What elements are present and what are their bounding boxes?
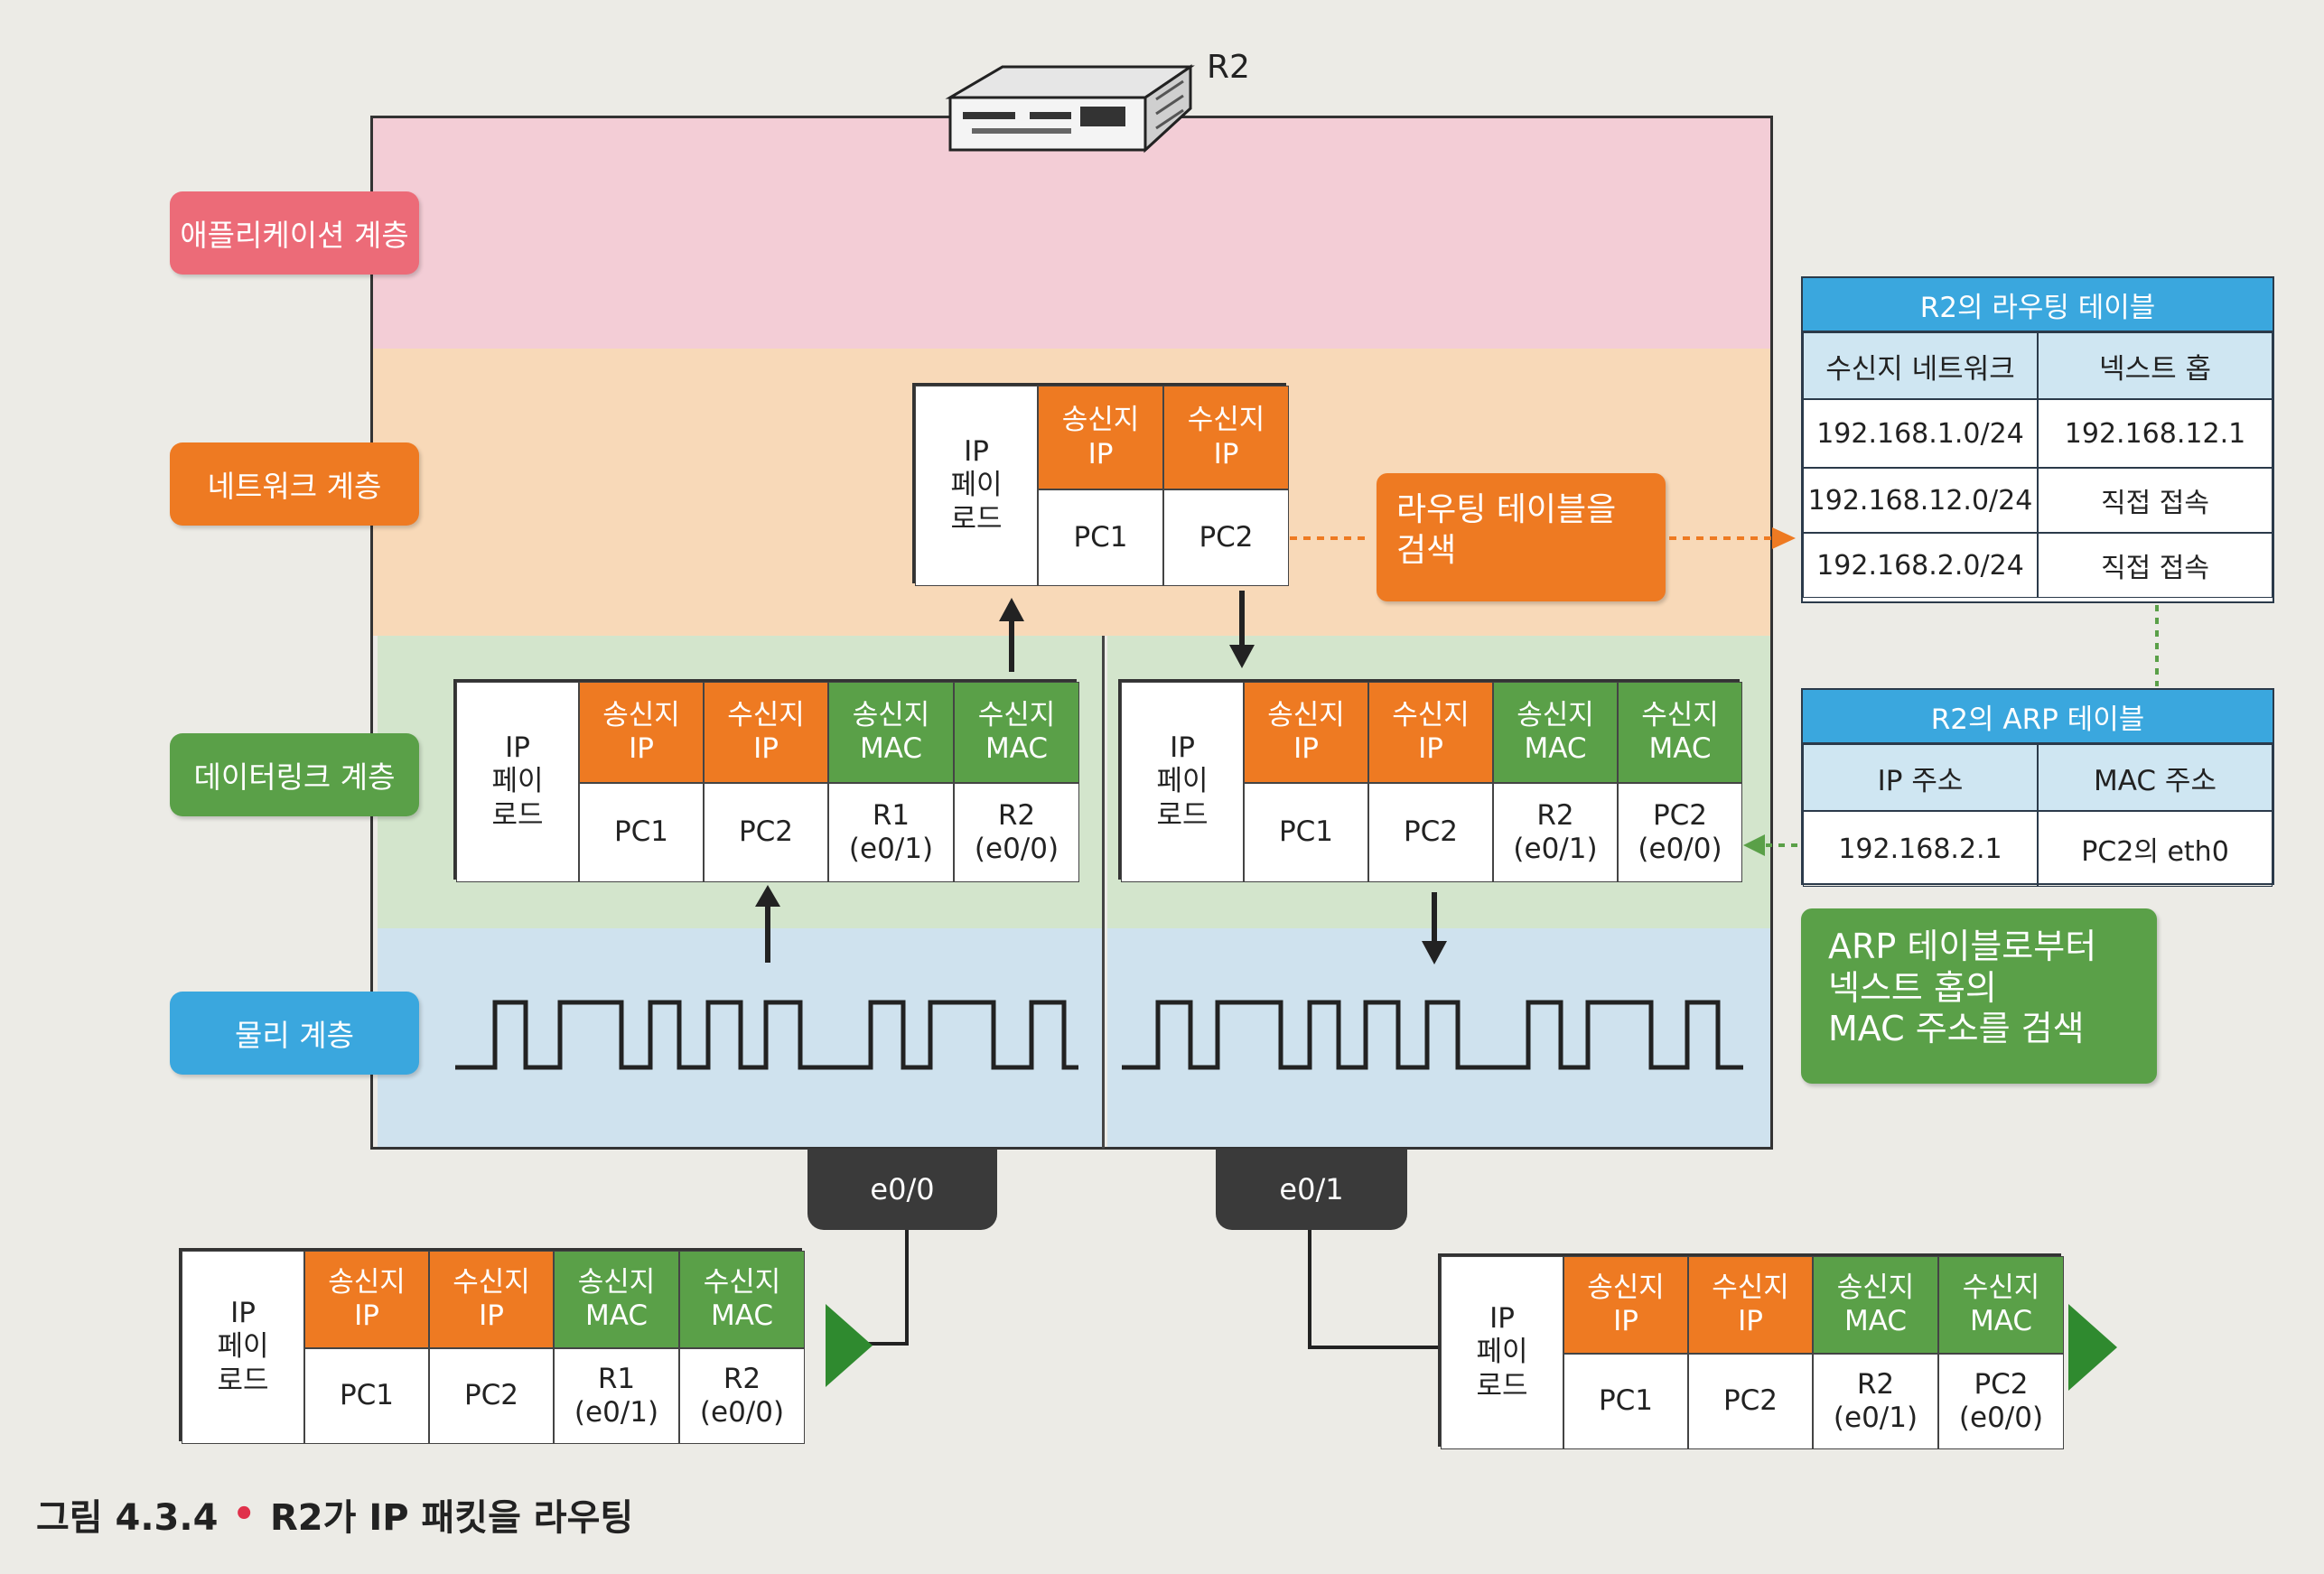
orange-arrowhead-icon <box>1772 527 1796 549</box>
src-mac-value: R2 (e0/1) <box>1813 1354 1938 1449</box>
datalink-layer-label: 데이터링크 계층 <box>170 733 419 816</box>
incoming-direction-icon <box>826 1304 873 1387</box>
caption-bullet: • <box>232 1494 256 1535</box>
routing-table-header: 수신지 네트워크 <box>1803 332 2038 399</box>
dst-ip-header: 수신지 IP <box>1368 682 1493 783</box>
outgoing-direction-icon <box>2068 1304 2117 1391</box>
down-arrow-icon <box>1422 892 1447 964</box>
up-arrow-icon <box>999 598 1024 672</box>
network-layer-label: 네트워크 계층 <box>170 442 419 526</box>
dst-mac-header: 수신지 MAC <box>1618 682 1742 783</box>
signal-waveform-right <box>1122 1000 1743 1070</box>
application-layer-band <box>370 116 1773 349</box>
dst-ip-value: PC2 <box>704 783 828 882</box>
dst-ip-value: PC2 <box>1688 1354 1813 1449</box>
arp-search-callout: ARP 테이블로부터 넥스트 홉의 MAC 주소를 검색 <box>1801 908 2157 1084</box>
ip-payload-cell: IP 페이 로드 <box>1441 1256 1563 1449</box>
signal-waveform-left <box>455 1000 1078 1070</box>
routing-table-cell: 192.168.1.0/24 <box>1803 399 2038 468</box>
dst-mac-value: R2 (e0/0) <box>954 783 1079 882</box>
src-mac-value: R1 (e0/1) <box>554 1348 679 1444</box>
arp-table-cell: 192.168.2.1 <box>1803 811 2038 887</box>
src-ip-value: PC1 <box>579 783 704 882</box>
interface-e0-0: e0/0 <box>807 1149 997 1230</box>
figure-title: R2가 IP 패킷을 라우팅 <box>270 1497 634 1539</box>
router-name: R2 <box>1207 49 1250 86</box>
application-layer-label: 애플리케이션 계층 <box>170 191 419 275</box>
routing-table-header: 넥스트 홉 <box>2038 332 2273 399</box>
dst-mac-header: 수신지 MAC <box>954 682 1079 783</box>
routing-table-cell: 직접 접속 <box>2038 533 2273 598</box>
dst-mac-value: PC2 (e0/0) <box>1938 1354 2064 1449</box>
dst-ip-header: 수신지 IP <box>429 1251 554 1348</box>
src-ip-header: 송신지 IP <box>304 1251 429 1348</box>
src-ip-value: PC1 <box>1038 489 1163 586</box>
src-ip-header: 송신지 IP <box>1038 386 1163 489</box>
dst-ip-header: 수신지 IP <box>1163 386 1289 489</box>
arp-table-cell: PC2의 eth0 <box>2038 811 2273 887</box>
routing-table-cell: 192.168.12.1 <box>2038 399 2273 468</box>
physical-layer-label: 물리 계층 <box>170 992 419 1075</box>
dst-mac-header: 수신지 MAC <box>1938 1256 2064 1354</box>
cable-right <box>1308 1230 1438 1349</box>
ip-payload-cell: IP 페이 로드 <box>456 682 579 882</box>
figure-caption: 그림 4.3.4 • R2가 IP 패킷을 라우팅 <box>36 1488 633 1541</box>
green-arrowhead-icon <box>1743 834 1765 856</box>
arp-table: R2의 ARP 테이블 IP 주소 MAC 주소 192.168.2.1 PC2… <box>1801 688 2274 887</box>
dst-ip-value: PC2 <box>1163 489 1289 586</box>
src-mac-value: R1 (e0/1) <box>828 783 954 882</box>
src-ip-header: 송신지 IP <box>1563 1256 1688 1354</box>
dst-mac-value: R2 (e0/0) <box>679 1348 805 1444</box>
src-mac-value: R2 (e0/1) <box>1493 783 1618 882</box>
src-mac-header: 송신지 MAC <box>1493 682 1618 783</box>
down-arrow-icon <box>1229 591 1255 668</box>
interface-e0-1: e0/1 <box>1216 1149 1407 1230</box>
outgoing-frame-inside: IP 페이 로드 송신지 IP 수신지 IP 송신지 MAC 수신지 MAC P… <box>1118 679 1742 882</box>
src-mac-header: 송신지 MAC <box>1813 1256 1938 1354</box>
arp-table-header: MAC 주소 <box>2038 744 2273 811</box>
src-mac-header: 송신지 MAC <box>554 1251 679 1348</box>
src-ip-value: PC1 <box>1563 1354 1688 1449</box>
incoming-frame-outside: IP 페이 로드 송신지 IP 수신지 IP 송신지 MAC 수신지 MAC P… <box>179 1248 805 1444</box>
dst-ip-header: 수신지 IP <box>704 682 828 783</box>
routing-table: R2의 라우팅 테이블 수신지 네트워크 넥스트 홉 192.168.1.0/2… <box>1801 276 2274 603</box>
routing-table-search-callout: 라우팅 테이블을 검색 <box>1377 473 1666 601</box>
routing-table-cell: 직접 접속 <box>2038 468 2273 533</box>
network-ip-packet: IP 페이 로드 송신지 IP 수신지 IP PC1 PC2 <box>912 383 1289 586</box>
routing-table-cell: 192.168.2.0/24 <box>1803 533 2038 598</box>
src-ip-value: PC1 <box>1244 783 1368 882</box>
arp-table-header: IP 주소 <box>1803 744 2038 811</box>
routing-table-title: R2의 라우팅 테이블 <box>1803 278 2273 332</box>
src-ip-header: 송신지 IP <box>1244 682 1368 783</box>
ip-payload-cell: IP 페이 로드 <box>1121 682 1244 882</box>
ip-payload-cell: IP 페이 로드 <box>915 386 1038 586</box>
src-ip-value: PC1 <box>304 1348 429 1444</box>
incoming-frame-inside: IP 페이 로드 송신지 IP 수신지 IP 송신지 MAC 수신지 MAC P… <box>453 679 1079 882</box>
up-arrow-icon <box>755 885 780 963</box>
outgoing-frame-outside: IP 페이 로드 송신지 IP 수신지 IP 송신지 MAC 수신지 MAC P… <box>1438 1253 2064 1449</box>
dst-ip-value: PC2 <box>429 1348 554 1444</box>
dst-ip-header: 수신지 IP <box>1688 1256 1813 1354</box>
routing-table-cell: 192.168.12.0/24 <box>1803 468 2038 533</box>
dst-mac-value: PC2 (e0/0) <box>1618 783 1742 882</box>
figure-number: 그림 4.3.4 <box>36 1497 219 1539</box>
ip-payload-cell: IP 페이 로드 <box>182 1251 304 1444</box>
dst-mac-header: 수신지 MAC <box>679 1251 805 1348</box>
src-ip-header: 송신지 IP <box>579 682 704 783</box>
arp-table-title: R2의 ARP 테이블 <box>1803 690 2273 744</box>
router-divider <box>1102 636 1105 1149</box>
dst-ip-value: PC2 <box>1368 783 1493 882</box>
src-mac-header: 송신지 MAC <box>828 682 954 783</box>
